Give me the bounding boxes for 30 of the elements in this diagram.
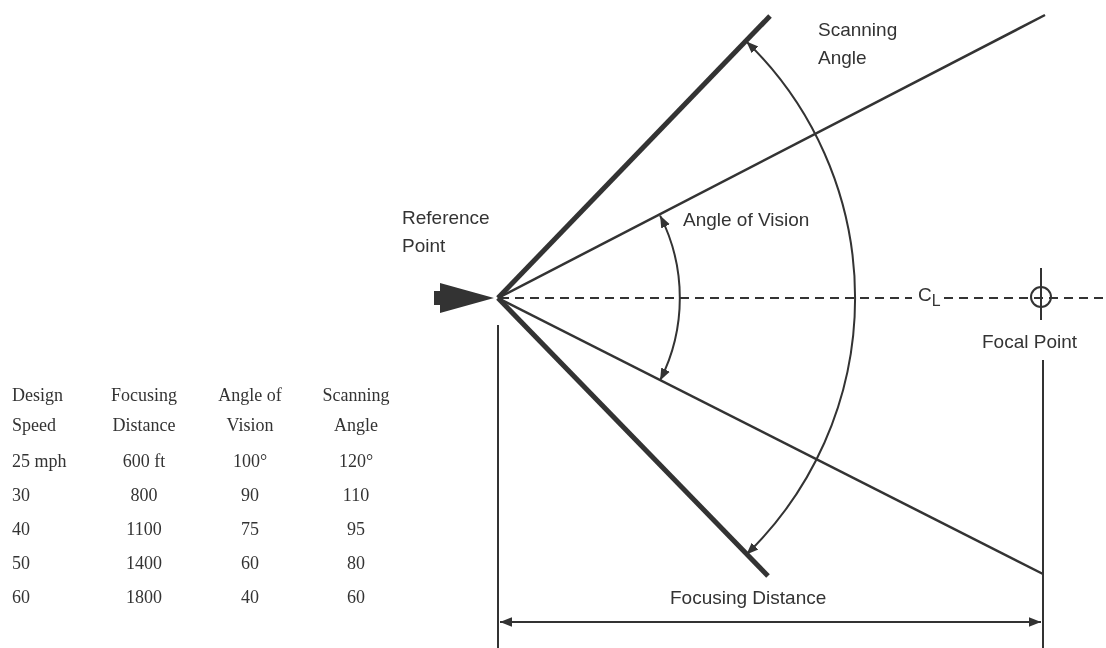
centerline-symbol: C$_{L}$ (918, 283, 941, 311)
table-value: 95 (346, 518, 366, 541)
table-value: 110 (341, 484, 371, 507)
distance-label: Focusing Distance (670, 586, 827, 610)
table-value: 1400 (125, 552, 163, 575)
table-value: 75 (240, 518, 260, 541)
table-value: 60 (12, 586, 31, 609)
column-header: Angle of Vision (217, 384, 283, 437)
angle-label: Angle of Vision (683, 208, 810, 232)
table-value: 40 (12, 518, 31, 541)
table-value: 1100 (125, 518, 163, 541)
table-value: 50 (12, 552, 31, 575)
table-value: 800 (129, 484, 159, 507)
table-value: 30 (12, 484, 31, 507)
table-value: 25 mph (12, 450, 68, 473)
point-label: Reference Point (402, 206, 491, 258)
angle-label: Scanning Angle (818, 18, 899, 70)
column-header: Focusing Distance (110, 384, 178, 437)
table-value: 90 (240, 484, 260, 507)
table-value: 60 (240, 552, 260, 575)
column-header: Design Speed (12, 384, 64, 437)
table-value: 1800 (125, 586, 163, 609)
column-header: Scanning Angle (321, 384, 391, 437)
table-value: 600 ft (121, 450, 167, 473)
table-value: 120° (337, 450, 375, 473)
table-value: 80 (346, 552, 366, 575)
point-label: Focal Point (982, 330, 1078, 354)
table-value: 60 (346, 586, 366, 609)
table-value: 40 (240, 586, 260, 609)
table-value: 100° (231, 450, 269, 473)
